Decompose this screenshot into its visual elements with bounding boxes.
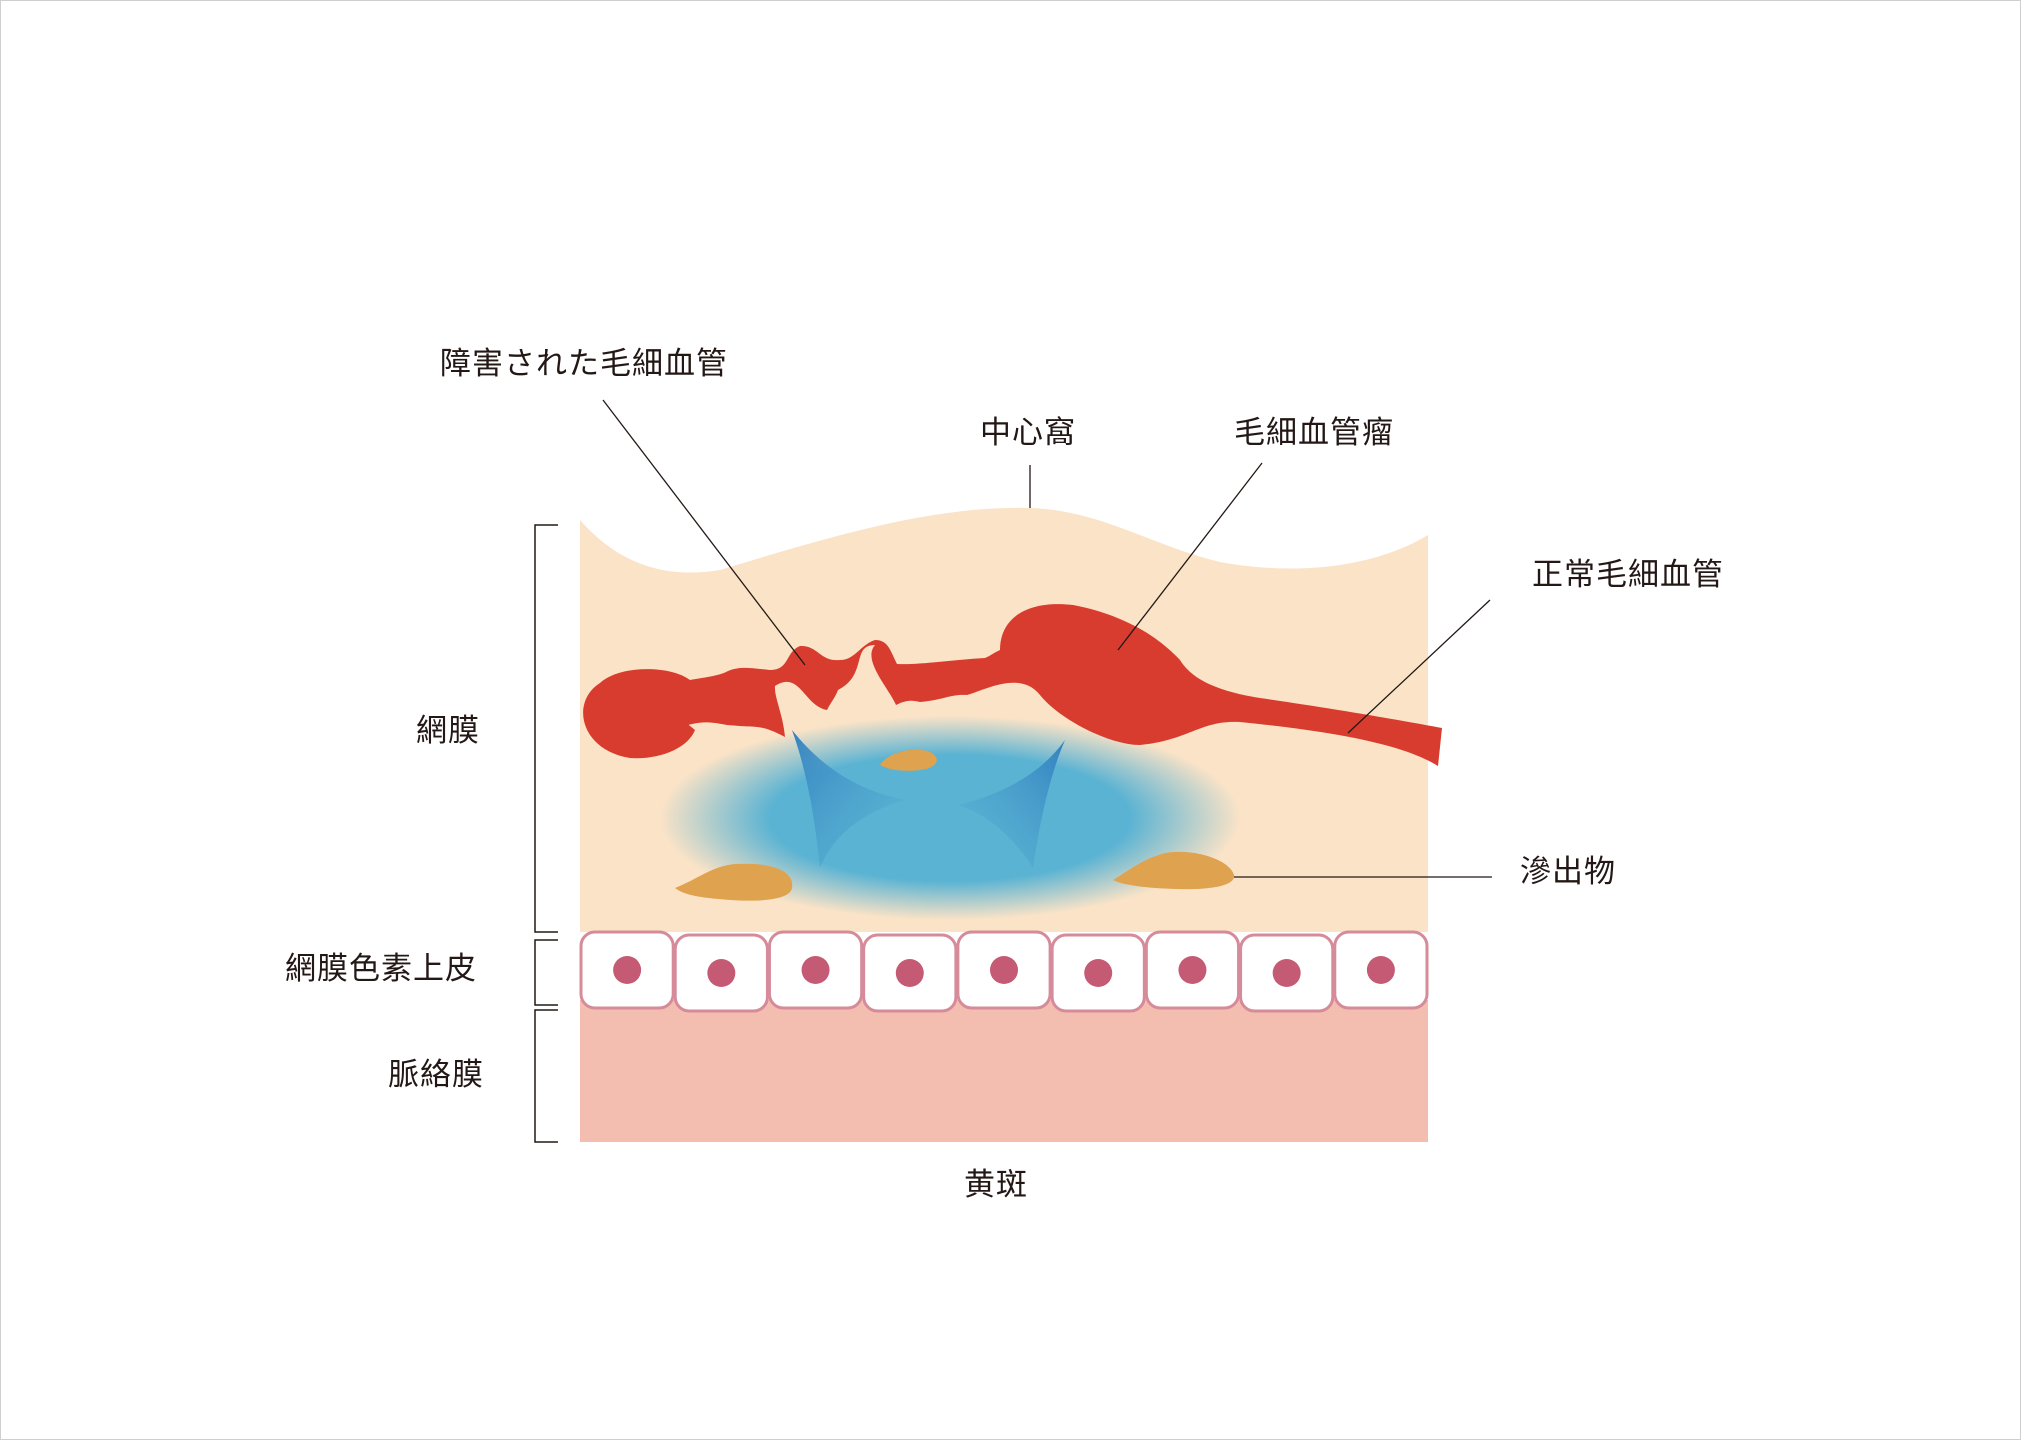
rpe-nucleus: [613, 956, 642, 984]
bracket-rpe: [534, 939, 558, 1006]
bracket-choroid: [534, 1009, 558, 1143]
label-macula: 黄斑: [964, 1167, 1028, 1203]
bracket-retina: [534, 524, 558, 933]
exudate-left: [675, 863, 793, 901]
exudate-small: [880, 749, 937, 771]
leader-microaneurysm: [1117, 462, 1263, 651]
rpe-nucleus: [707, 959, 736, 987]
label-microaneurysm: 毛細血管瘤: [1234, 415, 1394, 451]
leader-damaged-capillary: [602, 399, 806, 666]
label-rpe: 網膜色素上皮: [285, 951, 477, 987]
rpe-cells: [579, 930, 1429, 1013]
rpe-nucleus: [990, 956, 1018, 984]
label-retina: 網膜: [416, 713, 480, 749]
choroid-layer: [580, 1000, 1428, 1142]
rpe-nucleus: [1178, 956, 1207, 984]
leak-streak-left: [792, 730, 905, 868]
label-damaged-capillary: 障害された毛細血管: [440, 346, 728, 382]
label-fovea: 中心窩: [980, 415, 1076, 451]
rpe-nucleus: [1272, 959, 1301, 987]
label-normal-capillary: 正常毛細血管: [1532, 557, 1724, 593]
rpe-nucleus: [895, 959, 924, 987]
rpe-nucleus: [1366, 956, 1395, 984]
label-exudate: 滲出物: [1520, 854, 1616, 890]
rpe-nucleus: [801, 956, 830, 984]
leader-normal-capillary: [1347, 599, 1491, 734]
blood-vessel: [583, 604, 1442, 766]
leak-streak-right: [958, 740, 1065, 868]
exudate-right: [1113, 851, 1235, 890]
label-choroid: 脈絡膜: [388, 1057, 484, 1093]
rpe-nucleus: [1084, 959, 1113, 987]
